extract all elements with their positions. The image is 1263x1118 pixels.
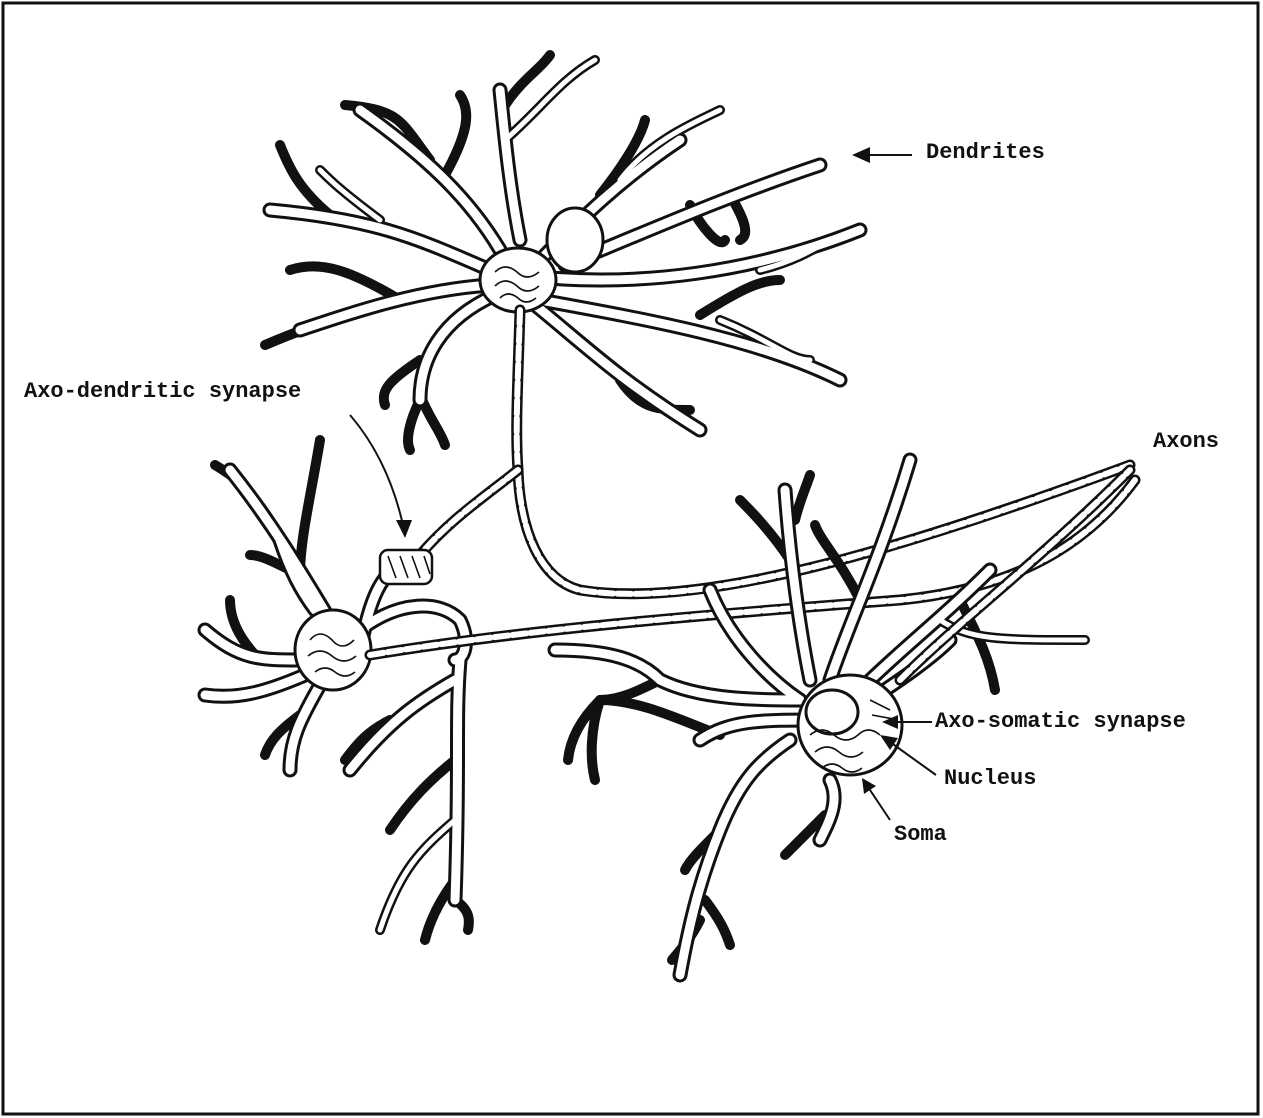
label-nucleus-group: Nucleus bbox=[880, 735, 1036, 791]
left-neuron-soma bbox=[295, 610, 371, 690]
dendritic-loop bbox=[547, 208, 603, 272]
right-neuron-nucleus bbox=[806, 690, 858, 734]
top-neuron-soma bbox=[480, 248, 556, 312]
label-dendrites: Dendrites bbox=[926, 140, 1045, 165]
label-axons: Axons bbox=[1153, 429, 1219, 454]
label-dendrites-group: Dendrites bbox=[852, 140, 1045, 165]
axo-dendritic-synapse-bouton bbox=[380, 550, 432, 584]
label-axo-somatic-synapse: Axo-somatic synapse bbox=[935, 709, 1186, 734]
label-axo-somatic-group: Axo-somatic synapse bbox=[882, 709, 1186, 734]
label-axo-dendritic-synapse: Axo-dendritic synapse bbox=[24, 379, 301, 404]
label-soma: Soma bbox=[894, 822, 947, 847]
top-neuron bbox=[265, 55, 1130, 594]
label-soma-group: Soma bbox=[862, 778, 947, 847]
label-axo-dendritic-group: Axo-dendritic synapse bbox=[24, 379, 412, 538]
label-nucleus: Nucleus bbox=[944, 766, 1036, 791]
